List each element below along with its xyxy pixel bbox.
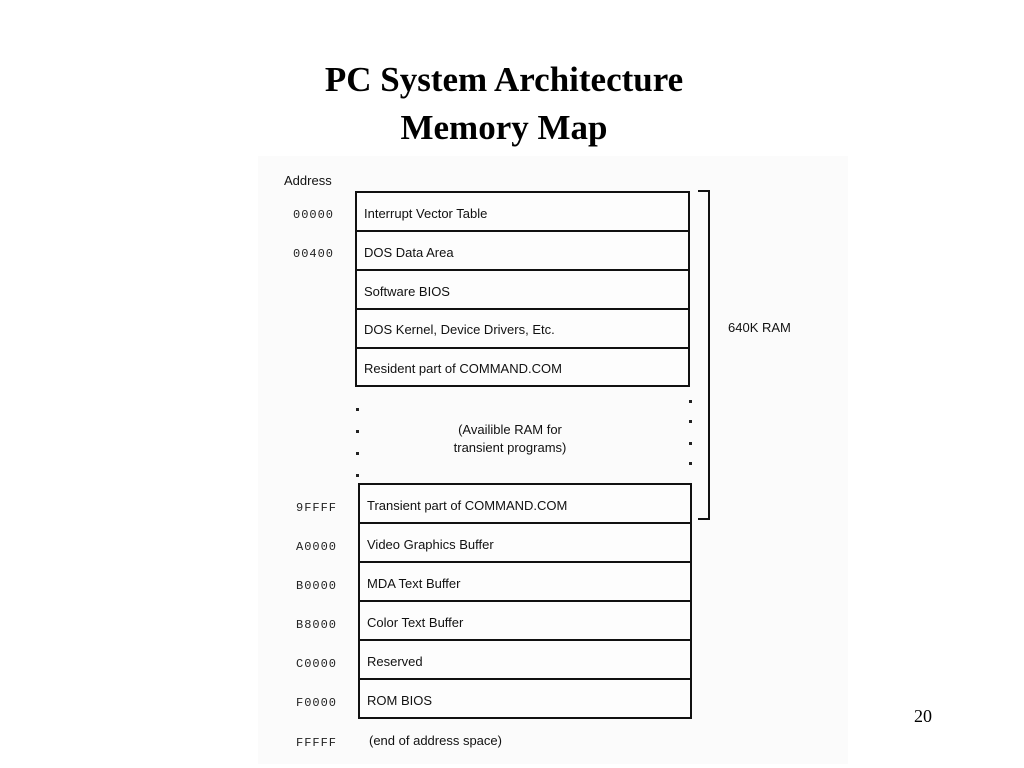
address-9ffff: 9FFFF bbox=[296, 501, 338, 515]
block-resident-command-com: Resident part of COMMAND.COM bbox=[364, 361, 562, 376]
address-f0000: F0000 bbox=[296, 696, 338, 710]
dotted-continuation-right bbox=[689, 398, 692, 478]
block-mda-text-buffer: MDA Text Buffer bbox=[367, 576, 461, 591]
block-dos-kernel: DOS Kernel, Device Drivers, Etc. bbox=[364, 322, 555, 337]
divider bbox=[358, 678, 692, 680]
available-ram-label: (Availible RAM for transient programs) bbox=[430, 421, 590, 457]
block-rom-bios: ROM BIOS bbox=[367, 693, 433, 708]
block-transient-command-com: Transient part of COMMAND.COM bbox=[367, 498, 568, 513]
page-number: 20 bbox=[914, 706, 932, 726]
divider bbox=[358, 522, 692, 524]
address-b8000: B8000 bbox=[296, 618, 338, 632]
block-video-graphics-buffer: Video Graphics Buffer bbox=[367, 537, 494, 552]
ram-size-label: 640K RAM bbox=[728, 320, 791, 335]
available-ram-line-1: (Availible RAM for bbox=[458, 422, 562, 437]
divider bbox=[355, 308, 690, 310]
address-b0000: B0000 bbox=[296, 579, 338, 593]
divider bbox=[355, 269, 690, 271]
end-of-address-space-label: (end of address space) bbox=[369, 733, 502, 748]
available-ram-line-2: transient programs) bbox=[453, 440, 567, 455]
address-00400: 00400 bbox=[293, 247, 335, 261]
block-reserved: Reserved bbox=[367, 654, 423, 669]
address-a0000: A0000 bbox=[296, 540, 338, 554]
divider bbox=[358, 561, 692, 563]
divider bbox=[358, 639, 692, 641]
divider bbox=[355, 347, 690, 349]
block-interrupt-vector-table: Interrupt Vector Table bbox=[364, 206, 488, 221]
address-c0000: C0000 bbox=[296, 657, 338, 671]
slide-title-line-2: Memory Map bbox=[400, 108, 608, 147]
divider bbox=[358, 600, 692, 602]
address-column-header: Address bbox=[284, 173, 332, 188]
block-dos-data-area: DOS Data Area bbox=[364, 245, 454, 260]
address-fffff: FFFFF bbox=[296, 736, 338, 750]
slide-title-line-1: PC System Architecture bbox=[324, 60, 684, 99]
dotted-continuation-left bbox=[356, 398, 359, 478]
ram-block-stack bbox=[355, 191, 690, 387]
slide-title: PC System Architecture Memory Map bbox=[0, 56, 1008, 152]
address-00000: 00000 bbox=[293, 208, 335, 222]
divider bbox=[355, 230, 690, 232]
ram-brace bbox=[698, 190, 710, 520]
block-color-text-buffer: Color Text Buffer bbox=[367, 615, 464, 630]
block-software-bios: Software BIOS bbox=[364, 284, 450, 299]
